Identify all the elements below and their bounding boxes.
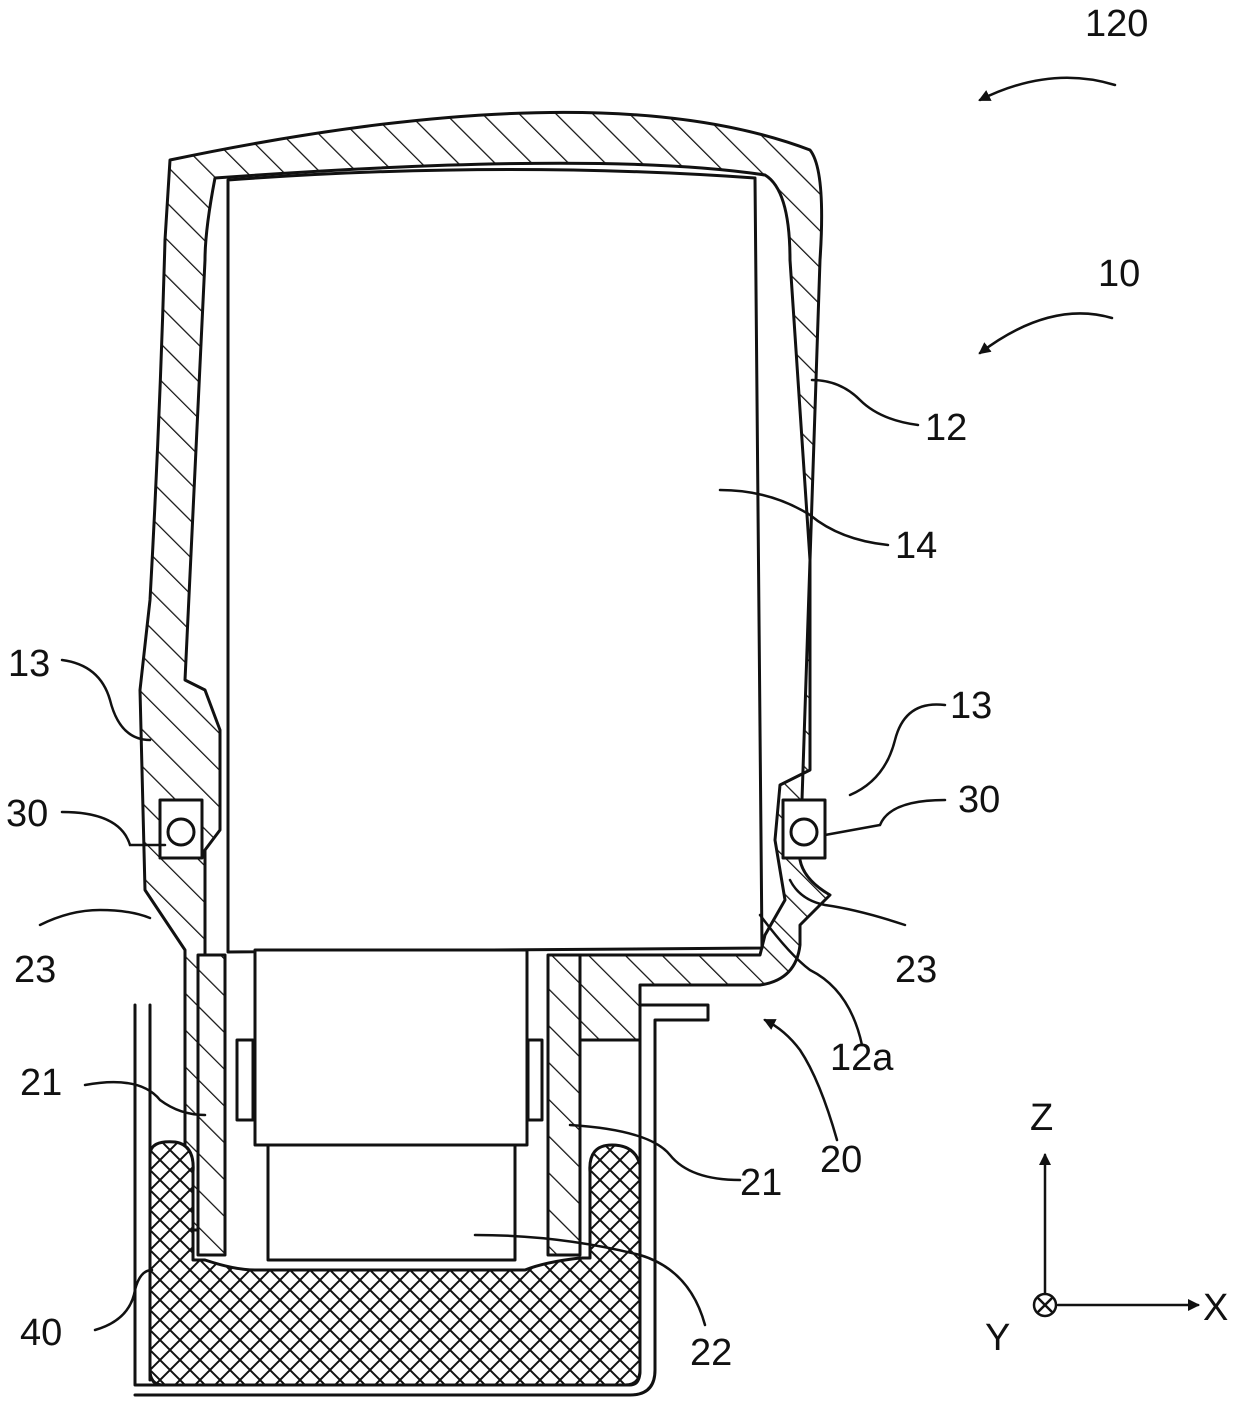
leader-10 — [980, 313, 1112, 353]
label-120: 120 — [1085, 3, 1148, 45]
label-22: 22 — [690, 1332, 732, 1374]
label-13-right: 13 — [950, 685, 992, 727]
label-13-left: 13 — [8, 643, 50, 685]
clip-left — [237, 1040, 253, 1120]
leader-30-right — [825, 800, 945, 835]
axis-label-y: Y — [985, 1317, 1010, 1359]
module-14 — [228, 169, 762, 952]
axis-label-z: Z — [1030, 1097, 1053, 1139]
clip-right — [528, 1040, 542, 1120]
insert-lower — [268, 1145, 515, 1260]
leg-left — [198, 955, 225, 1255]
label-40: 40 — [20, 1312, 62, 1354]
leg-right — [548, 955, 580, 1255]
label-21-right: 21 — [740, 1162, 782, 1204]
leader-23-left — [40, 910, 150, 925]
label-23-right: 23 — [895, 949, 937, 991]
seal-left — [160, 800, 202, 858]
axis-indicator: Z X Y — [985, 1097, 1228, 1359]
label-12a: 12a — [830, 1037, 894, 1079]
leader-13-right — [850, 704, 945, 795]
leader-120 — [980, 78, 1115, 100]
label-30-right: 30 — [958, 779, 1000, 821]
seal-right — [783, 800, 825, 858]
label-14: 14 — [895, 525, 937, 567]
label-21-left: 21 — [20, 1062, 62, 1104]
leader-40 — [95, 1270, 152, 1330]
label-23-left: 23 — [14, 949, 56, 991]
leader-12 — [812, 380, 918, 425]
label-10: 10 — [1098, 253, 1140, 295]
leader-20 — [765, 1020, 837, 1140]
axis-label-x: X — [1203, 1287, 1228, 1329]
y-axis-into-page-icon — [1034, 1294, 1056, 1316]
label-20: 20 — [820, 1139, 862, 1181]
label-12: 12 — [925, 407, 967, 449]
label-30-left: 30 — [6, 793, 48, 835]
leader-13-left — [62, 660, 150, 740]
insert-upper — [255, 950, 527, 1145]
